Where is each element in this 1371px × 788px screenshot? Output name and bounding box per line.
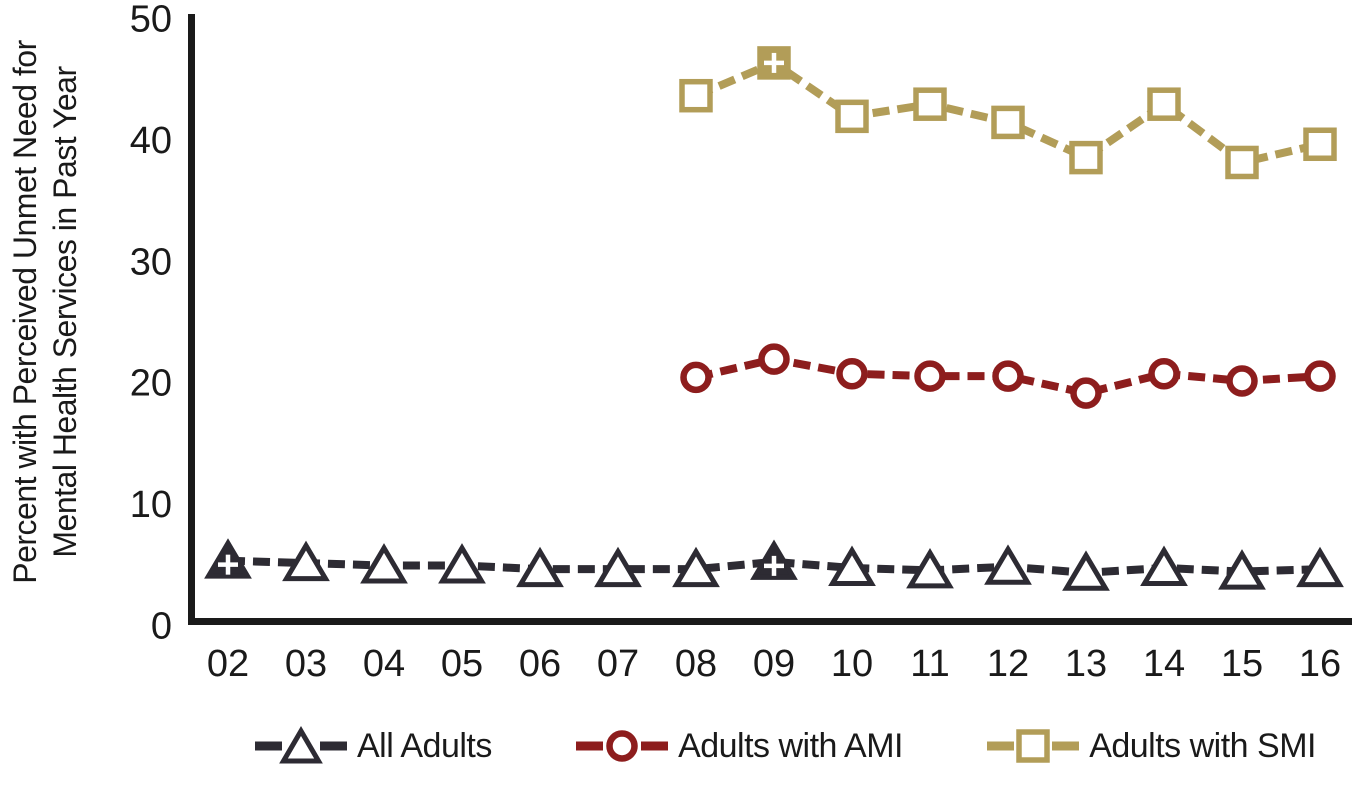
x-tick-label: 07 <box>597 643 639 685</box>
x-axis-tick-labels: 02 03 04 05 06 07 08 09 10 11 12 13 14 15 16 <box>207 643 1341 685</box>
x-tick-label: 12 <box>987 643 1029 685</box>
x-tick-label: 16 <box>1299 643 1341 685</box>
y-tick-label: 30 <box>130 241 172 283</box>
x-tick-label: 02 <box>207 643 249 685</box>
legend-item-adults-with-smi: Adults with SMI <box>987 724 1316 768</box>
legend-item-adults-with-ami: Adults with AMI <box>576 724 903 768</box>
y-tick-label: 50 <box>130 0 172 41</box>
circle-marker-icon <box>576 730 669 762</box>
x-tick-label: 03 <box>285 643 327 685</box>
series-adults-with-smi <box>679 46 1337 180</box>
legend-label-adults-with-ami: Adults with AMI <box>678 726 903 765</box>
x-tick-label: 15 <box>1221 643 1263 685</box>
series-adults-with-ami <box>680 343 1336 409</box>
chart-plot-area: 0 10 20 30 40 50 02 03 04 05 06 07 08 09 10 11 12 13 14 15 1… <box>7 0 1352 685</box>
y-tick-label: 20 <box>130 363 172 405</box>
legend-item-all-adults: All Adults <box>255 724 492 768</box>
y-tick-label: 0 <box>151 606 172 648</box>
axes <box>188 14 1352 625</box>
x-tick-label: 06 <box>519 643 561 685</box>
series-all-adults <box>204 538 1344 591</box>
legend-label-all-adults: All Adults <box>357 726 492 765</box>
square-marker-icon <box>987 729 1080 763</box>
x-tick-label: 13 <box>1065 643 1107 685</box>
triangle-marker-icon <box>255 726 347 764</box>
y-axis-title-line: Percent with Perceived Unmet Need for <box>7 39 43 583</box>
x-tick-label: 14 <box>1143 643 1185 685</box>
x-tick-label: 05 <box>441 643 483 685</box>
x-tick-label: 09 <box>753 643 795 685</box>
y-axis-title-line: Mental Health Services in Past Year <box>47 66 83 558</box>
chart-legend: All Adults Adults with AMI Adults with S… <box>0 714 1371 778</box>
x-tick-label: 11 <box>910 643 949 685</box>
x-tick-label: 08 <box>675 643 717 685</box>
y-tick-label: 10 <box>130 484 172 526</box>
y-axis-tick-labels: 0 10 20 30 40 50 <box>130 0 172 648</box>
y-tick-label: 40 <box>130 120 172 162</box>
legend-label-adults-with-smi: Adults with SMI <box>1089 726 1316 765</box>
x-tick-label: 04 <box>363 643 405 685</box>
x-tick-label: 10 <box>831 643 873 685</box>
